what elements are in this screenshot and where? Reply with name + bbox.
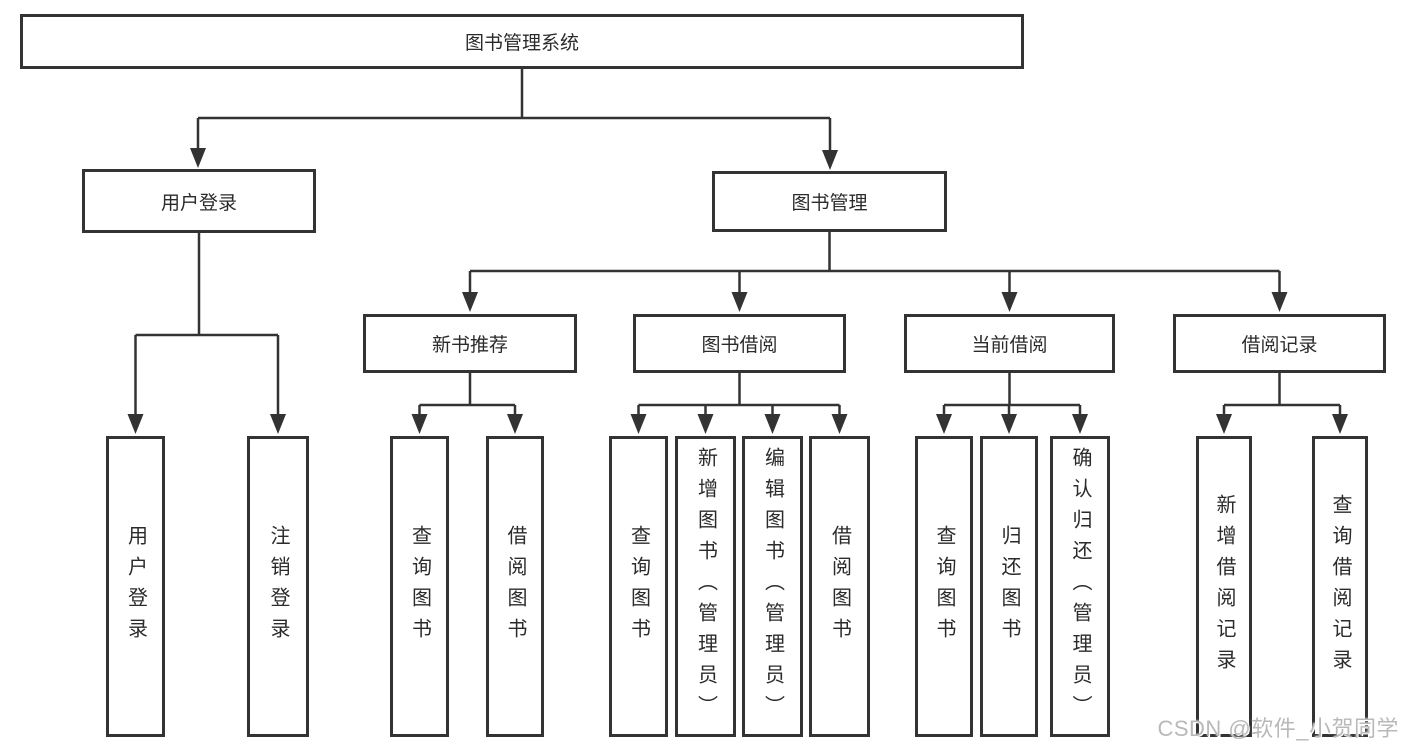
arrowhead bbox=[1072, 414, 1088, 434]
arrowhead bbox=[270, 414, 286, 434]
leaf-query-books-current: 查询图书 bbox=[915, 436, 973, 737]
connector-bookmgmt-to-level3 bbox=[468, 232, 1281, 296]
arrowhead bbox=[697, 414, 714, 434]
node-book-management: 图书管理 bbox=[712, 171, 947, 232]
node-label: 借阅图书 bbox=[504, 524, 526, 649]
arrowhead bbox=[1216, 414, 1232, 434]
node-label: 用户登录 bbox=[124, 524, 147, 649]
node-borrow-records: 借阅记录 bbox=[1173, 314, 1386, 373]
leaf-borrow-books: 借阅图书 bbox=[809, 436, 870, 737]
node-label: 图书借阅 bbox=[701, 335, 778, 356]
leaf-query-books-recommend: 查询图书 bbox=[390, 436, 449, 737]
node-current-borrow: 当前借阅 bbox=[904, 314, 1115, 373]
arrowhead bbox=[411, 414, 428, 434]
leaf-query-borrow-record: 查询借阅记录 bbox=[1312, 436, 1368, 737]
connector-currentborrow-to-leaves bbox=[942, 373, 1082, 418]
node-label: 新增借阅记录 bbox=[1213, 493, 1235, 680]
arrowhead bbox=[507, 414, 523, 434]
node-label: 查询借阅记录 bbox=[1329, 493, 1351, 680]
arrowhead bbox=[731, 292, 748, 312]
node-book-borrow: 图书借阅 bbox=[633, 314, 846, 373]
arrowhead bbox=[764, 414, 781, 434]
arrowhead bbox=[831, 414, 848, 434]
connector-userlogin-to-leaves bbox=[134, 233, 280, 418]
node-label: 注销登录 bbox=[267, 524, 289, 649]
node-label: 编辑图书（管理员） bbox=[761, 447, 784, 726]
connector-bookborrow-to-leaves bbox=[637, 373, 841, 418]
arrowhead bbox=[127, 414, 144, 434]
leaf-add-book-admin: 新增图书（管理员） bbox=[675, 436, 736, 737]
node-label: 图书管理系统 bbox=[464, 33, 579, 54]
arrowhead bbox=[1332, 414, 1348, 434]
node-label: 借阅记录 bbox=[1241, 335, 1318, 356]
node-library-system: 图书管理系统 bbox=[20, 14, 1024, 69]
arrowhead bbox=[1001, 414, 1017, 434]
leaf-return-book: 归还图书 bbox=[980, 436, 1038, 737]
leaf-edit-book-admin: 编辑图书（管理员） bbox=[742, 436, 803, 737]
node-label: 当前借阅 bbox=[971, 335, 1048, 356]
csdn-watermark: CSDN @软件_小贺同学 bbox=[1157, 716, 1399, 741]
node-label: 用户登录 bbox=[160, 192, 237, 214]
node-label: 查询图书 bbox=[627, 524, 650, 649]
node-label: 新书推荐 bbox=[431, 335, 508, 356]
arrowhead bbox=[630, 414, 647, 434]
arrowhead bbox=[1001, 292, 1018, 312]
node-label: 图书管理 bbox=[791, 193, 868, 214]
leaf-user-login: 用户登录 bbox=[106, 436, 165, 737]
node-label: 归还图书 bbox=[998, 524, 1020, 649]
connector-records-to-leaves bbox=[1222, 373, 1342, 418]
leaf-confirm-return-admin: 确认归还（管理员） bbox=[1050, 436, 1110, 737]
leaf-logout: 注销登录 bbox=[247, 436, 309, 737]
leaf-borrow-books-recommend: 借阅图书 bbox=[486, 436, 544, 737]
node-label: 新增图书（管理员） bbox=[694, 447, 717, 726]
arrowhead bbox=[936, 414, 952, 434]
leaf-query-books-borrow: 查询图书 bbox=[609, 436, 668, 737]
arrowhead bbox=[822, 150, 838, 170]
node-label: 借阅图书 bbox=[828, 524, 851, 649]
arrowhead bbox=[190, 148, 206, 168]
node-label: 查询图书 bbox=[408, 524, 431, 649]
connector-newbooks-to-leaves bbox=[418, 373, 517, 418]
node-label: 确认归还（管理员） bbox=[1069, 447, 1091, 726]
node-new-book-recommend: 新书推荐 bbox=[363, 314, 577, 373]
arrowhead bbox=[1271, 292, 1288, 312]
node-user-login: 用户登录 bbox=[82, 169, 316, 233]
arrowhead bbox=[462, 292, 478, 312]
node-label: 查询图书 bbox=[933, 524, 955, 649]
connector-root-to-level2 bbox=[196, 67, 832, 154]
leaf-add-borrow-record: 新增借阅记录 bbox=[1196, 436, 1252, 737]
